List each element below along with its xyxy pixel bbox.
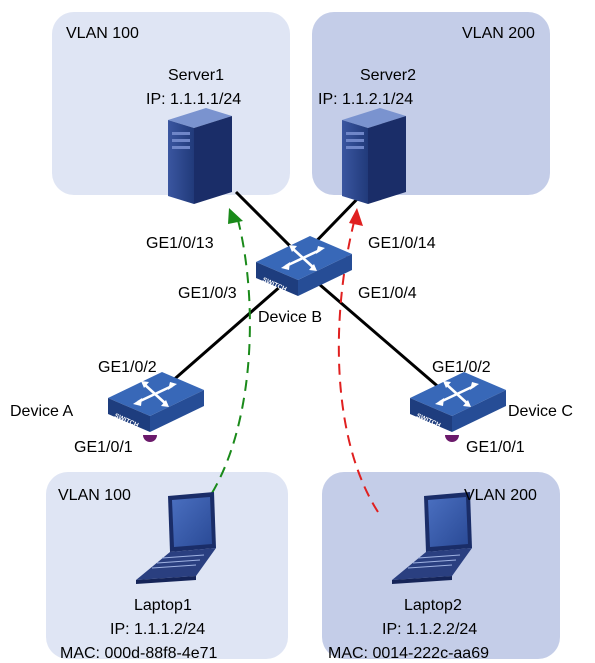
device-b-switch-icon: SWITCH: [256, 236, 352, 296]
vlan-label-laptop2: VLAN 200: [464, 487, 537, 504]
laptop2-ip: IP: 1.1.2.2/24: [382, 621, 477, 638]
device-a-switch-icon: SWITCH: [108, 372, 204, 432]
device-a-port-down: GE1/0/1: [74, 439, 133, 456]
laptop2-mac: MAC: 0014-222c-aa69: [328, 645, 489, 662]
laptop1-mac: MAC: 000d-88f8-4e71: [60, 645, 218, 662]
server1-ip: IP: 1.1.1.1/24: [146, 91, 241, 108]
arrowhead-green: [228, 208, 243, 224]
laptop2-name: Laptop2: [404, 597, 462, 614]
device-a-port-marker: [143, 435, 157, 442]
device-b-port-13: GE1/0/13: [146, 235, 214, 252]
device-b-port-14: GE1/0/14: [368, 235, 436, 252]
device-c-port-up: GE1/0/2: [432, 359, 491, 376]
traffic-path-laptop1-server1: [211, 219, 251, 494]
server1-icon: [168, 108, 232, 204]
device-a-name: Device A: [10, 403, 73, 420]
device-b-port-3: GE1/0/3: [178, 285, 237, 302]
laptop1-icon: [136, 492, 216, 584]
link-deviceb-devicec: [311, 276, 443, 392]
laptop1-ip: IP: 1.1.1.2/24: [110, 621, 205, 638]
vlan-label-server2: VLAN 200: [462, 25, 535, 42]
laptop2-icon: [392, 492, 472, 584]
device-a-port-up: GE1/0/2: [98, 359, 157, 376]
vlan-label-server1: VLAN 100: [66, 25, 139, 42]
device-b-port-4: GE1/0/4: [358, 285, 417, 302]
device-c-name: Device C: [508, 403, 573, 420]
vlan-label-laptop1: VLAN 100: [58, 487, 131, 504]
device-c-port-marker: [445, 435, 459, 442]
laptop1-name: Laptop1: [134, 597, 192, 614]
device-b-name: Device B: [258, 309, 322, 326]
server2-name: Server2: [360, 67, 416, 84]
device-c-port-down: GE1/0/1: [466, 439, 525, 456]
server2-icon: [342, 108, 406, 204]
device-c-switch-icon: SWITCH: [410, 372, 506, 432]
server1-name: Server1: [168, 67, 224, 84]
link-deviceb-devicea: [161, 276, 291, 392]
arrowhead-red: [349, 208, 363, 226]
server2-ip: IP: 1.1.2.1/24: [318, 91, 413, 108]
